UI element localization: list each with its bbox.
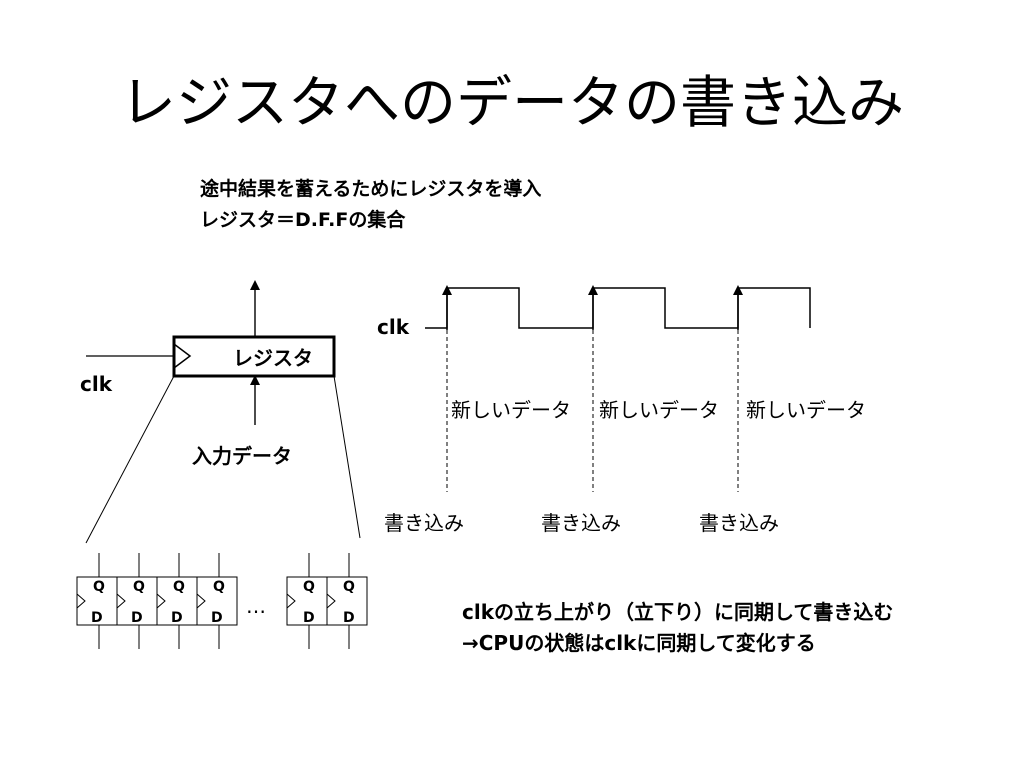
- flipflop-d-label: D: [131, 610, 143, 626]
- timing-clk-label: clk: [377, 315, 410, 339]
- register-box: [172, 335, 336, 378]
- flipflop-clock-triangle: [286, 593, 296, 609]
- flipflop-cell: [156, 553, 198, 649]
- flipflop-box: [196, 576, 238, 626]
- write-label-3: 書き込み: [699, 511, 779, 535]
- write-label-1: 書き込み: [384, 511, 464, 535]
- flipflop-cell: [326, 553, 368, 649]
- flipflop-d-label: D: [91, 610, 103, 626]
- note-line-2: レジスタ＝D.F.Fの集合: [200, 209, 406, 231]
- flipflop-array: [76, 553, 368, 649]
- write-label-2: 書き込み: [541, 511, 621, 535]
- flipflop-q-label: Q: [173, 579, 185, 595]
- flipflop-d-label: D: [303, 610, 315, 626]
- flipflop-clock-triangle: [156, 593, 166, 609]
- flipflop-ellipsis: …: [246, 594, 266, 618]
- flipflop-cell: [286, 553, 328, 649]
- flipflop-box: [116, 576, 158, 626]
- flipflop-clock-triangle: [326, 593, 336, 609]
- summary-line-2: →CPUの状態はclkに同期して変化する: [462, 631, 816, 655]
- flipflop-cell: [196, 553, 238, 649]
- flipflop-d-label: D: [343, 610, 355, 626]
- note-line-1: 途中結果を蓄えるためにレジスタを導入: [200, 178, 542, 200]
- flipflop-q-label: Q: [93, 579, 105, 595]
- register-block: [85, 280, 361, 544]
- new-data-label-1: 新しいデータ: [451, 398, 571, 422]
- clock-waveform: [425, 287, 811, 329]
- flipflop-q-label: Q: [343, 579, 355, 595]
- flipflop-box: [326, 576, 368, 626]
- flipflop-clock-triangle: [196, 593, 206, 609]
- register-label: レジスタ: [233, 346, 313, 370]
- flipflop-q-label: Q: [133, 579, 145, 595]
- zoom-line-left: [85, 375, 175, 544]
- slide-title: レジスタへのデータの書き込み: [120, 71, 904, 136]
- input-data-label: 入力データ: [192, 444, 292, 468]
- flipflop-d-label: D: [171, 610, 183, 626]
- clock-timing: [425, 285, 811, 492]
- flipflop-cell: [76, 553, 118, 649]
- flipflop-q-label: Q: [213, 579, 225, 595]
- flipflop-d-label: D: [211, 610, 223, 626]
- flipflop-clock-triangle: [116, 593, 126, 609]
- register-clock-triangle: [173, 343, 192, 369]
- new-data-label-3: 新しいデータ: [746, 398, 866, 422]
- register-clk-label: clk: [80, 372, 113, 396]
- summary-line-1: clkの立ち上がり（立下り）に同期して書き込む: [462, 600, 894, 624]
- zoom-line-right: [333, 375, 361, 539]
- flipflop-cell: [116, 553, 158, 649]
- flipflop-q-label: Q: [303, 579, 315, 595]
- new-data-label-2: 新しいデータ: [599, 398, 719, 422]
- flipflop-clock-triangle: [76, 593, 86, 609]
